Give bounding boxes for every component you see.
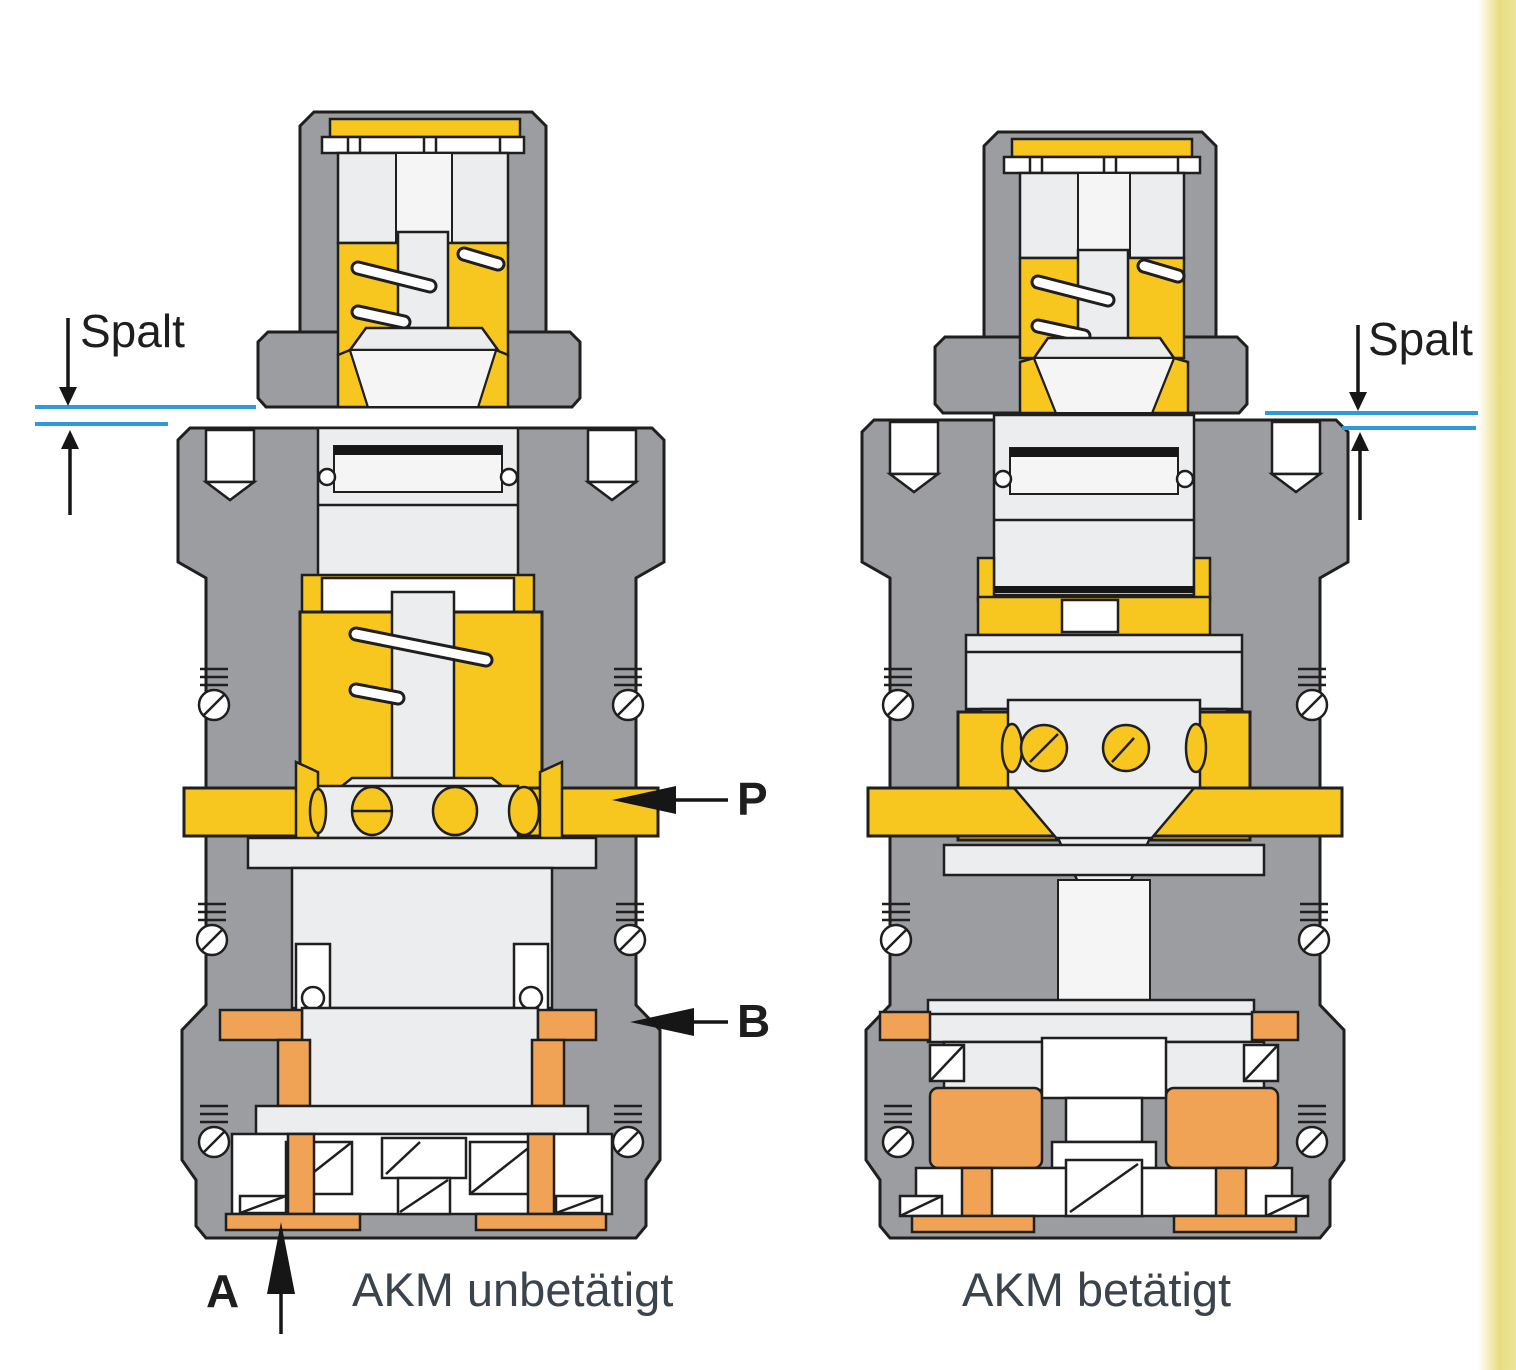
gap-down-arrow-right-icon (1349, 325, 1367, 411)
gap-label-right: Spalt (1368, 313, 1473, 365)
valve-left-unactuated (176, 110, 666, 1240)
valve-right-cap (933, 130, 1249, 415)
port-b-arrow-icon (630, 1008, 728, 1036)
gap-annotation-left (35, 318, 256, 515)
page-edge-stripe (1478, 0, 1516, 1370)
caption-left-valve: AKM unbetätigt (352, 1263, 674, 1316)
gap-down-arrow-left-icon (59, 318, 77, 406)
port-p-arrow-icon (612, 786, 728, 814)
caption-right-valve: AKM betätigt (962, 1263, 1232, 1316)
gap-up-arrow-left-icon (61, 430, 79, 515)
port-a-label: A (206, 1265, 240, 1317)
port-a-arrow-icon (267, 1222, 295, 1334)
valve-right-actuated (860, 130, 1350, 1240)
port-b-label: B (737, 995, 771, 1047)
gap-annotation-right (1265, 325, 1478, 520)
gap-label-left: Spalt (80, 305, 185, 357)
port-p-label: P (737, 773, 768, 825)
gap-up-arrow-right-icon (1351, 432, 1369, 520)
valve-left-cap (256, 110, 582, 409)
